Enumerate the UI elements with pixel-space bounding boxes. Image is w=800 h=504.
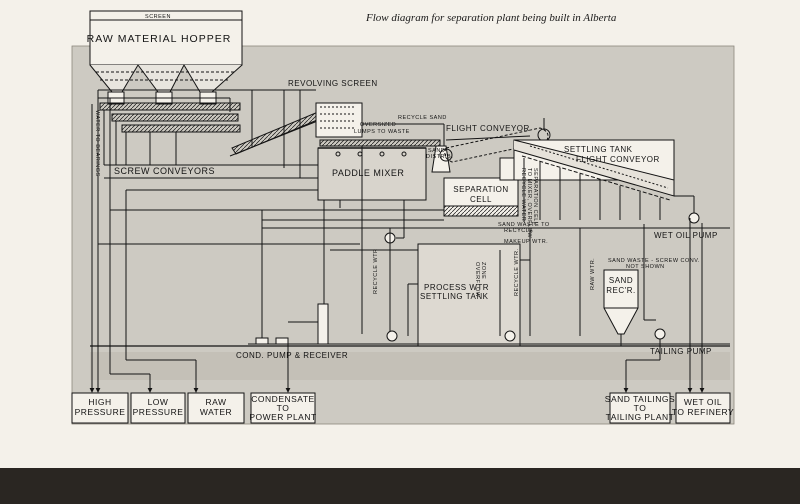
label-cond-pump-receiver: COND. PUMP & RECEIVER (236, 351, 348, 360)
label-raw-wtr: RAW WTR. (590, 258, 596, 290)
label-screen: SCREEN (145, 14, 171, 20)
label-recycle-wtr-left: RECYCLE WTR (373, 248, 379, 294)
label-sand-waste-recycle-1: SAND WASTE TO (498, 222, 550, 228)
box-condensate-1: CONDENSATE (251, 394, 314, 404)
box-raw-water-2: WATER (200, 407, 232, 417)
label-overflow-zone-1: OVERFLOW (474, 262, 480, 298)
pumps (255, 212, 700, 345)
label-revolving-screen: REVOLVING SCREEN (288, 79, 378, 88)
label-process-wtr-2: SETTLING TANK (420, 292, 489, 301)
box-wet-oil-2: TO REFINERY (672, 407, 734, 417)
label-sand-recr-1: SAND (609, 276, 633, 285)
label-paddle-mixer: PADDLE MIXER (332, 168, 404, 178)
separation-cell (443, 157, 519, 217)
raw-material-hopper (89, 10, 243, 105)
label-flight-conveyor-tank: FLIGHT CONVEYOR (576, 155, 660, 164)
label-oversized-1: OVERSIZED (360, 122, 396, 128)
sand-receiver (603, 269, 639, 346)
box-sand-tailings-1: SAND TAILINGS (605, 394, 675, 404)
bottom-boxes (71, 392, 731, 424)
label-overflow-zone-2: ZONE (480, 262, 486, 279)
label-sand-waste-screw-1: SAND WASTE - SCREW CONV. (608, 258, 700, 264)
label-flight-conveyor-top: FLIGHT CONVEYOR (446, 124, 530, 133)
label-sand-recr-2: REC'R. (606, 286, 635, 295)
paddle-mixer (317, 147, 427, 208)
label-recycle-wtr-right: RECYCLE WTR. (514, 248, 520, 296)
label-separation-cell-2: CELL (470, 195, 492, 204)
revolving-screen (315, 102, 441, 147)
figure-caption: Flow diagram for separation plant being … (366, 12, 617, 24)
box-wet-oil-1: WET OIL (684, 397, 722, 407)
label-sand-waste-screw-2: NOT SHOWN (626, 264, 665, 270)
box-low-pressure-2: PRESSURE (133, 407, 184, 417)
label-recycle-sand: RECYCLE SAND (398, 115, 447, 121)
screw-conveyors (99, 102, 241, 165)
label-wet-oil-pump: WET OIL PUMP (654, 231, 718, 240)
box-raw-water-1: RAW (205, 397, 226, 407)
label-sand-distrib-1: SAND (428, 148, 445, 154)
diagram-labels: SCREEN RAW MATERIAL HOPPER REVOLVING SCR… (75, 14, 734, 422)
label-recycle-water-3: SEPARATION CELL (532, 168, 538, 225)
label-oversized-2: LUMPS TO WASTE (354, 129, 410, 135)
piping-network (89, 89, 730, 393)
label-water-to-bearings: WATER TO BEARINGS (94, 110, 100, 177)
label-makeup-wtr: MAKEUP WTR. (504, 239, 548, 245)
label-separation-cell-1: SEPARATION (453, 185, 508, 194)
box-condensate-2: TO (277, 403, 290, 413)
label-settling-tank: SETTLING TANK (564, 145, 633, 154)
box-condensate-3: POWER PLANT (249, 412, 316, 422)
label-recycle-water-1: RECYCLE WATER (520, 168, 526, 221)
label-sand-distrib-2: DISTRIB. (426, 154, 453, 160)
box-sand-tailings-3: TAILING PLANT (606, 412, 675, 422)
box-low-pressure-1: LOW (148, 397, 169, 407)
label-process-wtr-1: PROCESS WTR (424, 283, 489, 292)
box-sand-tailings-2: TO (634, 403, 647, 413)
page-edge-shadow (0, 468, 800, 504)
label-screw-conveyors: SCREW CONVEYORS (114, 166, 215, 176)
label-raw-material-hopper: RAW MATERIAL HOPPER (87, 33, 232, 45)
box-high-pressure-1: HIGH (88, 397, 111, 407)
floor-panel (90, 352, 730, 380)
label-recycle-water-2: TO MIXER, OVERFLOW (526, 168, 532, 238)
box-high-pressure-2: PRESSURE (75, 407, 126, 417)
settling-tank (513, 139, 675, 222)
condensate-receiver (317, 303, 329, 345)
label-sand-waste-recycle-2: RECYCLE (504, 228, 533, 234)
label-tailing-pump: TAILING PUMP (650, 347, 712, 356)
